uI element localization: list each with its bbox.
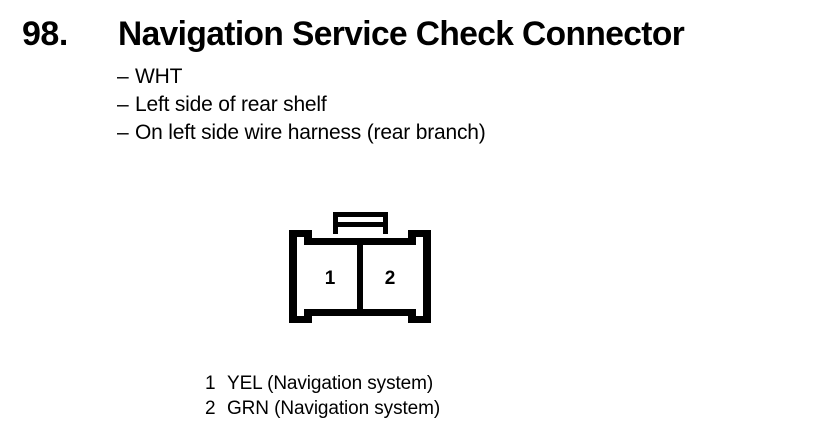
dash-bullet-icon: – <box>117 93 129 116</box>
legend-cavity-description: GRN (Navigation system) <box>227 398 441 419</box>
connector-body <box>304 238 416 316</box>
dash-bullet-icon: – <box>117 121 129 144</box>
legend-cavity-description: YEL (Navigation system) <box>227 373 434 394</box>
legend-row: 1 YEL (Navigation system) <box>205 371 625 396</box>
connector-cavity-2-label: 2 <box>385 268 396 289</box>
connector-locking-tab <box>333 212 388 234</box>
section-number: 98. <box>22 15 68 53</box>
spec-item-label: Left side of rear shelf <box>135 93 327 116</box>
spec-item-label: WHT <box>135 65 183 88</box>
page-header: 98. Navigation Service Check Connector <box>0 14 832 58</box>
spec-item: –Left side of rear shelf <box>117 91 777 119</box>
page-title: Navigation Service Check Connector <box>118 15 685 53</box>
connector-diagram: 1 2 <box>275 195 460 335</box>
spec-item-label: On left side wire harness (rear branch) <box>135 121 486 144</box>
legend-cavity-number: 1 <box>205 373 216 394</box>
dash-bullet-icon: – <box>117 65 129 88</box>
connector-cavity-1-label: 1 <box>325 268 336 289</box>
spec-list: –WHT –Left side of rear shelf –On left s… <box>117 63 777 147</box>
legend-row: 2 GRN (Navigation system) <box>205 396 625 421</box>
connector-illustration: 1 2 <box>289 212 431 323</box>
legend-cavity-number: 2 <box>205 398 216 419</box>
spec-item: –On left side wire harness (rear branch) <box>117 119 777 147</box>
spec-item: –WHT <box>117 63 777 91</box>
terminal-legend: 1 YEL (Navigation system) 2 GRN (Navigatio… <box>205 371 625 421</box>
